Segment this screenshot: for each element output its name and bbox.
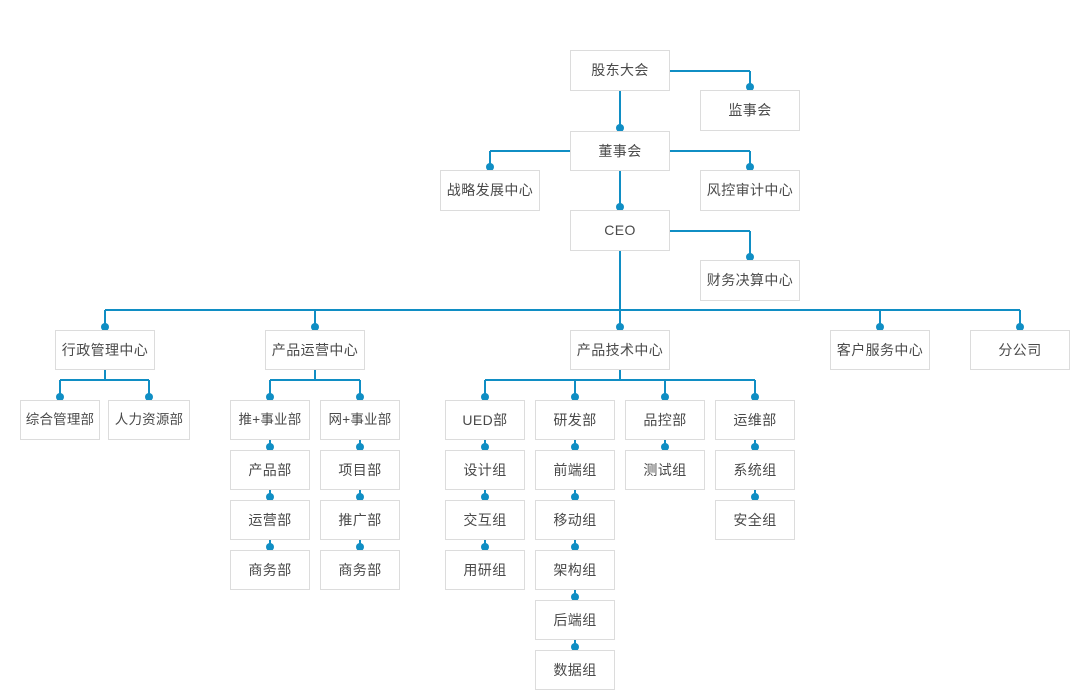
- org-node-label: 行政管理中心: [61, 341, 149, 358]
- org-node-label: 产品运营中心: [271, 341, 359, 358]
- org-node[interactable]: 项目部: [320, 450, 400, 490]
- org-node-label: 推广部: [338, 511, 382, 528]
- org-node-label: 战略发展中心: [446, 182, 534, 199]
- org-node-label: 综合管理部: [25, 411, 95, 427]
- org-node-label: 运维部: [733, 411, 777, 428]
- org-node-label: 分公司: [998, 341, 1042, 358]
- org-node-label: 客户服务中心: [836, 341, 924, 358]
- org-node[interactable]: 测试组: [625, 450, 705, 490]
- org-node[interactable]: 推+事业部: [230, 400, 310, 440]
- org-node[interactable]: 商务部: [230, 550, 310, 590]
- org-node-label: 商务部: [338, 561, 382, 578]
- org-node[interactable]: 交互组: [445, 500, 525, 540]
- org-node-label: 财务决算中心: [706, 272, 794, 289]
- org-node-label: 数据组: [553, 661, 597, 678]
- org-node[interactable]: 后端组: [535, 600, 615, 640]
- org-node[interactable]: 研发部: [535, 400, 615, 440]
- org-node-label: 产品部: [248, 461, 292, 478]
- org-node[interactable]: 运营部: [230, 500, 310, 540]
- org-node[interactable]: 风控审计中心: [700, 170, 800, 211]
- org-node-label: 人力资源部: [114, 411, 184, 427]
- org-node-label: CEO: [604, 222, 636, 239]
- org-node-label: 监事会: [728, 102, 772, 119]
- org-node[interactable]: UED部: [445, 400, 525, 440]
- org-node[interactable]: 系统组: [715, 450, 795, 490]
- org-node[interactable]: 董事会: [570, 131, 670, 171]
- org-node-label: 风控审计中心: [706, 182, 794, 199]
- org-node[interactable]: 战略发展中心: [440, 170, 540, 211]
- org-node-label: 前端组: [553, 461, 597, 478]
- org-node[interactable]: 产品技术中心: [570, 330, 670, 370]
- org-node[interactable]: 移动组: [535, 500, 615, 540]
- org-node[interactable]: 用研组: [445, 550, 525, 590]
- org-node-label: 董事会: [598, 142, 642, 159]
- org-node[interactable]: 前端组: [535, 450, 615, 490]
- org-node-label: 系统组: [733, 461, 777, 478]
- org-node[interactable]: 行政管理中心: [55, 330, 155, 370]
- org-node[interactable]: 产品部: [230, 450, 310, 490]
- org-node-label: 股东大会: [591, 62, 649, 79]
- org-node[interactable]: 财务决算中心: [700, 260, 800, 301]
- org-node[interactable]: 产品运营中心: [265, 330, 365, 370]
- org-node-label: 推+事业部: [238, 411, 302, 427]
- org-node-label: 研发部: [553, 411, 597, 428]
- org-node[interactable]: CEO: [570, 210, 670, 251]
- org-node[interactable]: 商务部: [320, 550, 400, 590]
- org-node-label: UED部: [462, 411, 508, 428]
- org-node-label: 用研组: [463, 561, 507, 578]
- org-node-label: 设计组: [463, 461, 507, 478]
- org-node-label: 测试组: [643, 461, 687, 478]
- org-node-label: 移动组: [553, 511, 597, 528]
- org-node-label: 品控部: [643, 411, 687, 428]
- org-node-label: 网+事业部: [328, 411, 392, 427]
- org-node[interactable]: 网+事业部: [320, 400, 400, 440]
- org-node-label: 产品技术中心: [576, 341, 664, 358]
- org-node[interactable]: 运维部: [715, 400, 795, 440]
- org-node[interactable]: 综合管理部: [20, 400, 100, 440]
- org-node[interactable]: 设计组: [445, 450, 525, 490]
- org-node-label: 后端组: [553, 611, 597, 628]
- org-node-label: 交互组: [463, 511, 507, 528]
- org-node[interactable]: 人力资源部: [108, 400, 190, 440]
- org-node-label: 运营部: [248, 511, 292, 528]
- org-node[interactable]: 客户服务中心: [830, 330, 930, 370]
- org-node[interactable]: 监事会: [700, 90, 800, 131]
- org-node[interactable]: 分公司: [970, 330, 1070, 370]
- org-node[interactable]: 推广部: [320, 500, 400, 540]
- org-node[interactable]: 安全组: [715, 500, 795, 540]
- org-node-label: 商务部: [248, 561, 292, 578]
- org-node-label: 项目部: [338, 461, 382, 478]
- org-node[interactable]: 品控部: [625, 400, 705, 440]
- org-node-label: 安全组: [733, 511, 777, 528]
- org-node-label: 架构组: [553, 561, 597, 578]
- org-node[interactable]: 架构组: [535, 550, 615, 590]
- org-node[interactable]: 股东大会: [570, 50, 670, 91]
- org-node[interactable]: 数据组: [535, 650, 615, 690]
